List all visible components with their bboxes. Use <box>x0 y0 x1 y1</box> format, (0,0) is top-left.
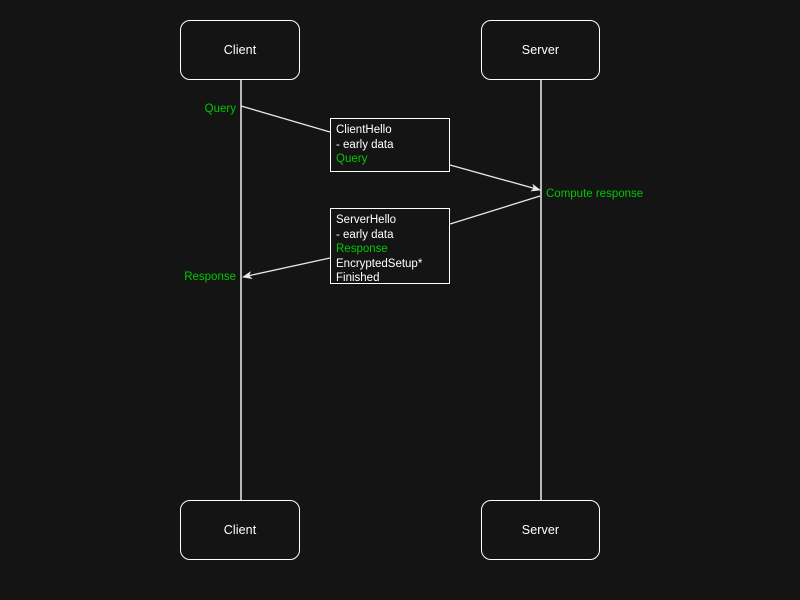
actor-client-bottom[interactable]: Client <box>180 500 300 560</box>
message-line: ClientHello <box>336 124 392 136</box>
label-client-response-text: Response <box>184 271 236 283</box>
arrow-client-to-clienthello <box>240 105 331 133</box>
actor-server-bottom[interactable]: Server <box>481 500 600 560</box>
actor-server-top[interactable]: Server <box>481 20 600 80</box>
label-client-response: Response <box>121 271 236 283</box>
message-line: Finished <box>336 272 380 285</box>
arrow-serverhello-to-client <box>242 257 331 279</box>
message-line: ServerHello <box>336 214 397 226</box>
message-line: EncryptedSetup* <box>336 257 423 270</box>
arrow-clienthello-to-server <box>449 164 541 192</box>
actor-client-top[interactable]: Client <box>180 20 300 80</box>
message-line: Query <box>336 153 368 166</box>
label-server-compute: Compute response <box>546 188 643 200</box>
label-server-compute-text: Compute response <box>546 188 644 200</box>
message-line: - early data <box>336 228 394 241</box>
actor-server-top-label: Server <box>521 43 560 57</box>
message-box-server-hello[interactable]: ServerHello - early data Response Encryp… <box>330 208 450 284</box>
arrow-server-to-serverhello <box>449 195 541 225</box>
actor-client-bottom-label: Client <box>223 523 257 537</box>
label-client-query-text: Query <box>204 103 236 115</box>
actor-server-bottom-label: Server <box>521 523 560 537</box>
label-client-query: Query <box>121 103 236 115</box>
actor-client-top-label: Client <box>223 43 257 57</box>
message-box-client-hello[interactable]: ClientHello - early data Query <box>330 118 450 172</box>
message-line: Response <box>336 243 388 256</box>
message-line: - early data <box>336 138 394 151</box>
